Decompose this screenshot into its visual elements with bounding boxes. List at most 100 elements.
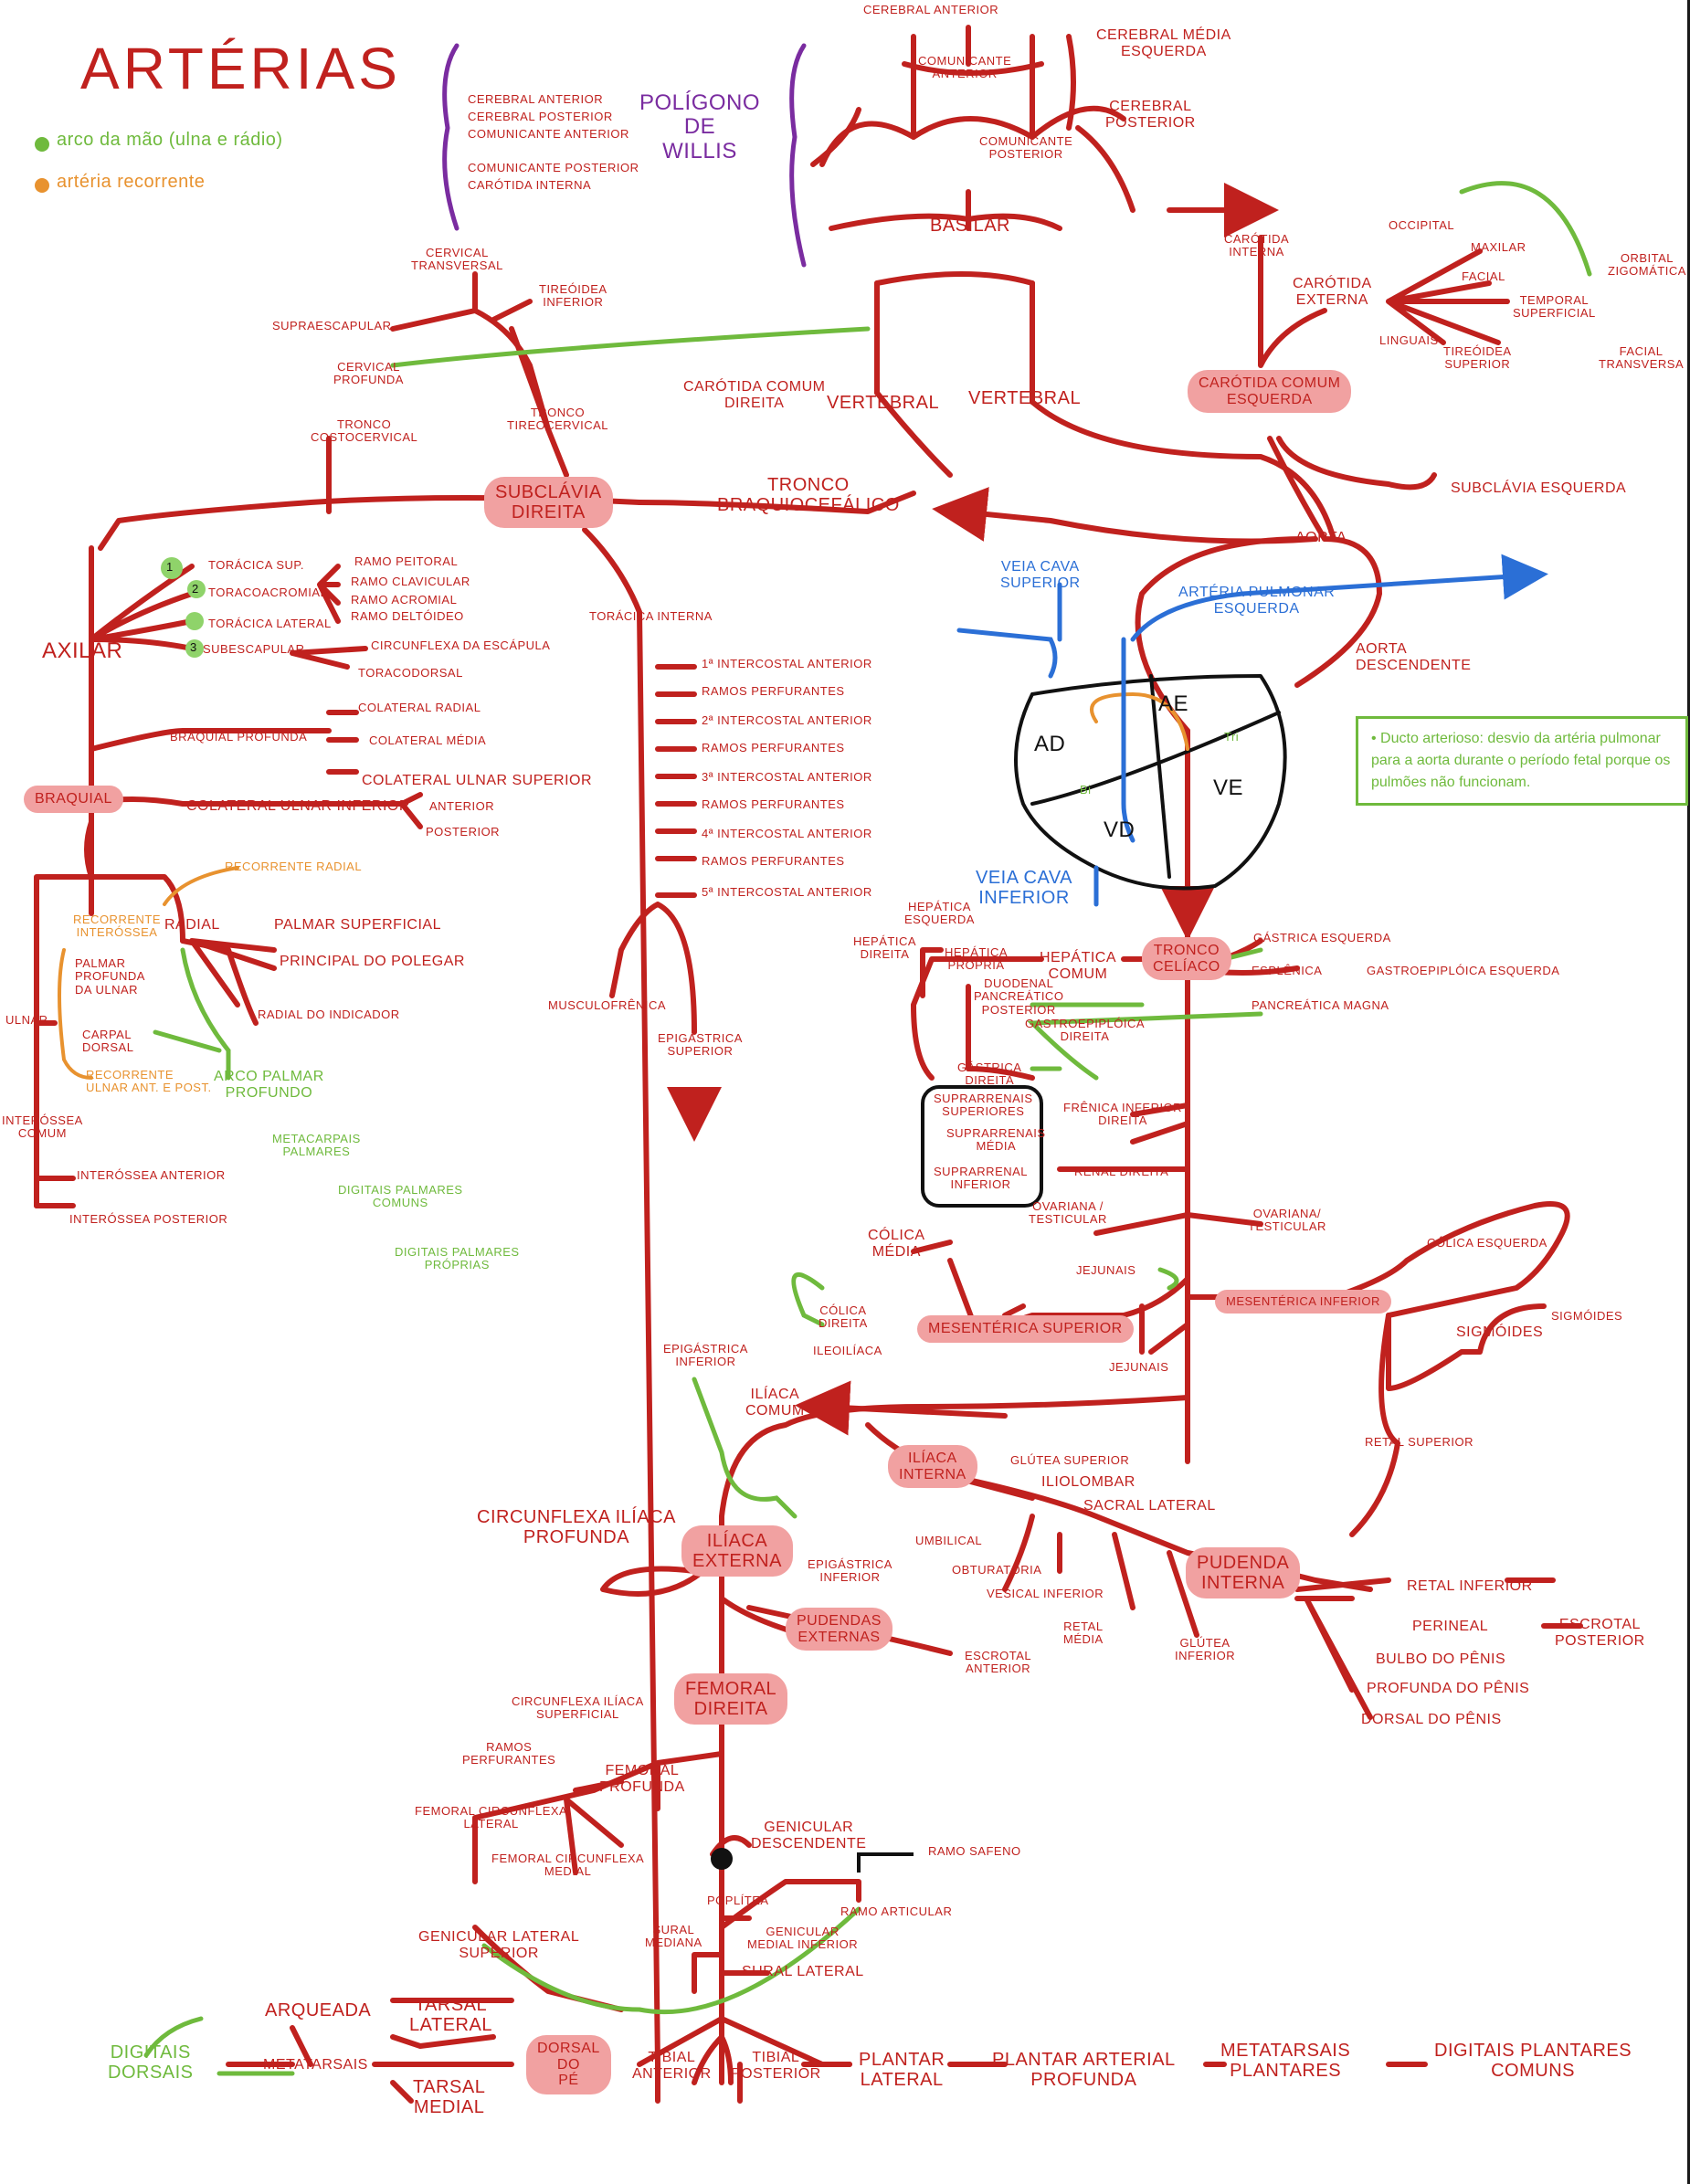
label-esplenica: ESPLÊNICA — [1252, 964, 1323, 977]
label-intercostal-4: 4ª INTERCOSTAL ANTERIOR — [702, 827, 872, 840]
label-ramos-perfurantes-2: RAMOS PERFURANTES — [702, 741, 845, 754]
label-tronco-costocervical: TRONCO COSTOCERVICAL — [311, 417, 418, 445]
label-ramo-clavicular: RAMO CLAVICULAR — [351, 575, 470, 588]
label-ramos-perfurantes: RAMOS PERFURANTES — [462, 1740, 556, 1767]
label-cerebral-posterior: CEREBRAL POSTERIOR — [1105, 99, 1196, 131]
label-carotida-comum-direita: CARÓTIDA COMUM DIREITA — [683, 379, 826, 411]
label-metatarsais-plantares: METATARSAIS PLANTARES — [1220, 2041, 1351, 2081]
label-ramo-acromial: RAMO ACROMIAL — [351, 593, 458, 607]
label-colateral-ulnar-superior: COLATERAL ULNAR SUPERIOR — [362, 773, 593, 788]
label-palmar-profunda-ulnar: PALMAR PROFUNDA DA ULNAR — [75, 956, 145, 997]
label-umbilical: UMBILICAL — [915, 1534, 983, 1547]
label-tibial-anterior: TIBIAL ANTERIOR — [632, 2050, 712, 2082]
label-ramo-deltoideo: RAMO DELTÓIDEO — [351, 609, 464, 623]
heart-ae: AE — [1158, 691, 1189, 716]
label-frenica-inferior: FRÊNICA INFERIOR DIREITA — [1063, 1101, 1183, 1128]
heart-ad: AD — [1034, 732, 1066, 756]
label-carotida-interna: CARÓTIDA INTERNA — [1224, 232, 1290, 259]
label-toracica-sup: TORÁCICA SUP. — [208, 558, 304, 572]
label-intercostal-3: 3ª INTERCOSTAL ANTERIOR — [702, 770, 872, 784]
label-epigastrica-superior: EPIGÁSTRICA SUPERIOR — [658, 1031, 743, 1059]
label-vertebral-1: VERTEBRAL — [827, 393, 940, 413]
label-tronco-celiaco: TRONCO CELÍACO — [1142, 937, 1231, 981]
label-tireoidea-superior: TIREÓIDEA SUPERIOR — [1443, 344, 1512, 372]
label-toracica-lateral: TORÁCICA LATERAL — [208, 617, 332, 630]
label-metatarsais: METATARSAIS — [263, 2057, 368, 2073]
label-intercostal-5: 5ª INTERCOSTAL ANTERIOR — [702, 885, 872, 899]
heart-bi: Bi — [1080, 783, 1092, 797]
label-recorrente-ulnar: RECORRENTE ULNAR ANT. E POST. — [86, 1068, 212, 1095]
label-temporal-superficial: TEMPORAL SUPERFICIAL — [1513, 293, 1596, 321]
label-arqueada: ARQUEADA — [265, 2000, 372, 2020]
label-ramos-perfurantes-1: RAMOS PERFURANTES — [702, 684, 845, 698]
label-digitais-dorsais: DIGITAIS DORSAIS — [108, 2042, 194, 2083]
knee-dot — [711, 1848, 733, 1870]
label-plantar-arterial-profunda: PLANTAR ARTERIAL PROFUNDA — [992, 2050, 1176, 2090]
label-genicular-medial-inferior: GENICULAR MEDIAL INFERIOR — [747, 1925, 859, 1952]
label-ramos-perfurantes-4: RAMOS PERFURANTES — [702, 854, 845, 868]
label-renal-direita: RENAL DIREITA — [1074, 1165, 1169, 1178]
label-sural-mediana: SURAL MEDIANA — [645, 1923, 702, 1950]
label-metacarpais-palmares: METACARPAIS PALMARES — [272, 1132, 361, 1159]
label-suprarrenais-media: SUPRARRENAIS MÉDIA — [946, 1126, 1046, 1154]
label-ovariana-testicular-2: OVARIANA/ TESTICULAR — [1248, 1207, 1326, 1234]
label-subclavia-esquerda: SUBCLÁVIA ESQUERDA — [1451, 480, 1627, 496]
label-plantar-lateral: PLANTAR LATERAL — [859, 2050, 945, 2090]
label-femoral-direita: FEMORAL DIREITA — [674, 1673, 788, 1725]
label-colateral-media: COLATERAL MÉDIA — [369, 733, 487, 747]
label-hepatica-propria: HEPÁTICA PRÓPRIA — [945, 945, 1009, 973]
label-circunflexa-iliaca-profunda: CIRCUNFLEXA ILÍACA PROFUNDA — [477, 1507, 676, 1547]
label-facial-transversa: FACIAL TRANSVERSA — [1599, 344, 1685, 372]
label-ramo-safeno: RAMO SAFENO — [928, 1844, 1021, 1858]
label-cerebral-media: CEREBRAL MÉDIA ESQUERDA — [1096, 27, 1231, 59]
label-tarsal-lateral: TARSAL LATERAL — [409, 1995, 492, 2035]
label-jejunais-2: JEJUNAIS — [1109, 1360, 1169, 1374]
label-interossea-posterior: INTERÓSSEA POSTERIOR — [69, 1212, 228, 1226]
label-colateral-ulnar-inferior: COLATERAL ULNAR INFERIOR — [186, 798, 410, 814]
label-subclavia-direita: SUBCLÁVIA DIREITA — [484, 477, 613, 528]
heart-vd: VD — [1104, 818, 1135, 842]
label-ulnar: ULNAR — [5, 1013, 48, 1027]
label-tronco-braquiocefalico: TRONCO BRAQUIOCEFÁLICO — [717, 475, 900, 515]
label-digitais-plantares-comuns: DIGITAIS PLANTARES COMUNS — [1434, 2041, 1632, 2081]
willis-items: CEREBRAL ANTERIOR CEREBRAL POSTERIOR COM… — [468, 92, 639, 193]
label-tibial-posterior: TIBIAL POSTERIOR — [731, 2050, 821, 2082]
label-arco-palmar-profundo: ARCO PALMAR PROFUNDO — [214, 1069, 324, 1101]
label-interossea-comum: INTERÓSSEA COMUM — [2, 1113, 83, 1141]
label-cerebral-anterior: CEREBRAL ANTERIOR — [863, 3, 999, 16]
label-veia-cava-superior: VEIA CAVA SUPERIOR — [1000, 559, 1081, 591]
label-intercostal-2: 2ª INTERCOSTAL ANTERIOR — [702, 713, 872, 727]
label-axilar: AXILAR — [42, 638, 123, 663]
label-poplitea: POPLÍTEA — [707, 1894, 769, 1907]
label-mesenterica-inferior: MESENTÉRICA INFERIOR — [1215, 1290, 1391, 1314]
label-recorrente-interossea: RECORRENTE INTERÓSSEA — [73, 913, 162, 940]
label-femoral-profunda: FEMORAL PROFUNDA — [599, 1763, 685, 1795]
label-intercostal-1: 1ª INTERCOSTAL ANTERIOR — [702, 657, 872, 670]
label-iliolombar: ILIOLOMBAR — [1041, 1474, 1135, 1490]
label-carpal-dorsal: CARPAL DORSAL — [82, 1028, 134, 1055]
badge-3: 3 — [190, 640, 197, 654]
willis-title: POLÍGONO DE WILLIS — [639, 90, 761, 164]
label-obturatoria: OBTURATÓRIA — [952, 1563, 1042, 1577]
label-suprarrenais-superiores: SUPRARRENAIS SUPERIORES — [934, 1092, 1033, 1119]
label-toracodorsal: TORACODORSAL — [358, 666, 463, 680]
label-tireoidea-inferior: TIREÓIDEA INFERIOR — [539, 282, 607, 310]
label-dorsal-penis: DORSAL DO PÊNIS — [1361, 1712, 1502, 1727]
label-vesical-inferior: VESICAL INFERIOR — [987, 1587, 1104, 1600]
label-ramo-articular: RAMO ARTICULAR — [840, 1904, 953, 1918]
label-retal-media: RETAL MÉDIA — [1063, 1620, 1104, 1647]
label-colica-media: CÓLICA MÉDIA — [868, 1228, 925, 1260]
label-gastroepiploica-direita: GASTROEPIPLÓICA DIREITA — [1025, 1017, 1146, 1044]
label-supraescapular: SUPRAESCAPULAR — [272, 319, 392, 332]
label-sacral-lateral: SACRAL LATERAL — [1083, 1498, 1216, 1514]
label-anterior: ANTERIOR — [429, 799, 495, 813]
badge-1: 1 — [166, 560, 174, 574]
label-carotida-externa: CARÓTIDA EXTERNA — [1293, 276, 1372, 308]
label-femoral-circunflexa-lateral: FEMORAL CIRCUNFLEXA LATERAL — [415, 1804, 568, 1831]
label-escrotal-posterior: ESCROTAL POSTERIOR — [1555, 1617, 1645, 1649]
label-circunflexa-escapula: CIRCUNFLEXA DA ESCÁPULA — [371, 638, 551, 652]
label-retal-superior: RETAL SUPERIOR — [1365, 1435, 1473, 1449]
label-braquial-profunda: BRAQUIAL PROFUNDA — [170, 730, 308, 744]
label-sural-lateral: SURAL LATERAL — [742, 1964, 864, 1979]
